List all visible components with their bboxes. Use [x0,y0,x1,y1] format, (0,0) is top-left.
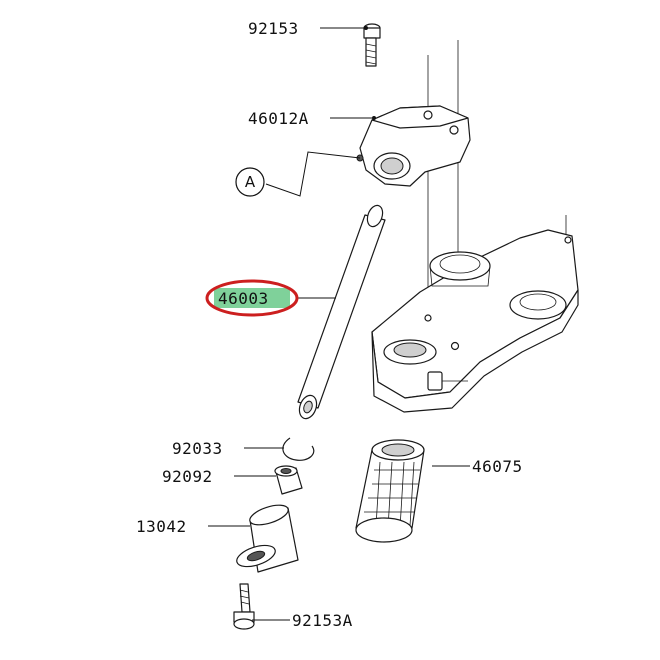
leader-lines [208,26,470,621]
label-46012a: 46012A [248,109,309,128]
reference-marker-letter: A [245,173,256,191]
reference-marker-a: A [235,167,265,197]
grip [355,439,425,543]
collar [274,465,303,495]
triple-clamp [371,40,579,413]
bar-end-weight [236,504,299,573]
label-46075: 46075 [472,457,523,476]
label-92092: 92092 [162,467,213,486]
label-13042: 13042 [136,517,187,536]
upper-handlebar-clamp [356,105,471,187]
label-92153: 92153 [248,19,299,38]
circlip [282,437,315,461]
label-92033: 92033 [172,439,223,458]
bolt-top [363,23,381,67]
label-92153a: 92153A [292,611,353,630]
label-46003: 46003 [218,289,269,308]
handlebar-pipe [297,204,386,420]
bolt-bottom [233,583,255,630]
highlight-46003 [205,279,299,317]
